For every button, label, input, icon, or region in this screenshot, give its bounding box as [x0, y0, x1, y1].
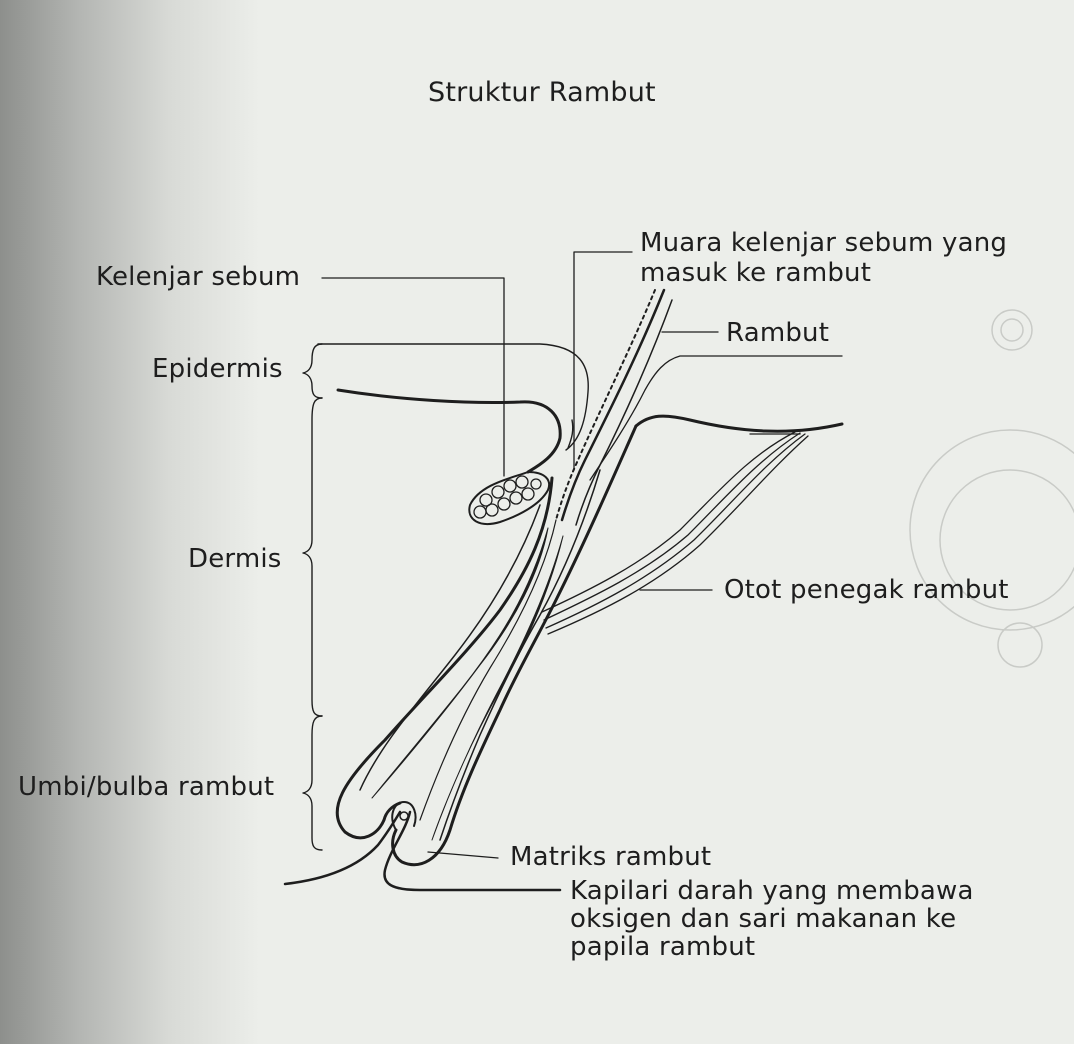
label-umbi-bulba-rambut: Umbi/bulba rambut — [18, 772, 275, 802]
label-kapilari-line2: oksigen dan sari makanan ke — [570, 904, 957, 934]
leader-lines — [321, 251, 843, 859]
page-title: Struktur Rambut — [428, 77, 656, 108]
skin-surface — [336, 388, 844, 474]
label-matriks-rambut: Matriks rambut — [510, 842, 712, 872]
label-rambut: Rambut — [726, 318, 830, 348]
label-kapilari-line1: Kapilari darah yang membawa — [570, 876, 974, 906]
epidermis-outline — [317, 343, 589, 451]
label-muara-line1: Muara kelenjar sebum yang — [640, 228, 1008, 258]
background-ornament — [909, 309, 1074, 668]
hair-follicle — [335, 424, 638, 867]
page-shadow — [0, 0, 260, 1044]
layer-brackets — [302, 343, 323, 851]
sebaceous-gland — [468, 471, 550, 525]
label-otot-penegak-rambut: Otot penegak rambut — [724, 575, 1009, 605]
label-kapilari-line3: papila rambut — [570, 932, 756, 962]
label-dermis: Dermis — [188, 544, 282, 574]
label-kelenjar-sebum: Kelenjar sebum — [96, 262, 301, 292]
label-epidermis: Epidermis — [152, 354, 283, 384]
hair-papilla — [283, 801, 562, 892]
hair-shaft — [555, 288, 673, 526]
label-muara-line2: masuk ke rambut — [640, 258, 872, 288]
arrector-pili-muscle — [541, 431, 809, 635]
